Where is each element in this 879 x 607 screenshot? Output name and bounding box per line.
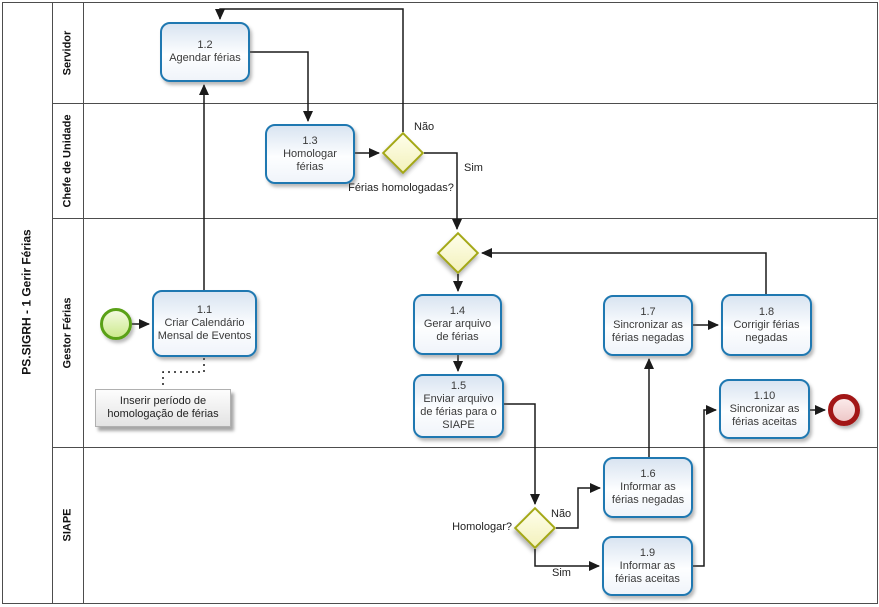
task-name-label: Gerar arquivo de férias	[423, 318, 492, 343]
lane-gestor-ferias[interactable]: Gestor Férias	[52, 218, 83, 447]
label-gw1-question: Férias homologadas?	[348, 182, 454, 194]
end-event[interactable]	[828, 394, 860, 426]
task-number: 1.4	[449, 305, 466, 317]
pool-title-text: PS.SIGRH - 1 Gerir Férias	[20, 229, 35, 375]
task-1-10-sincronizar-aceitas[interactable]: 1.10 Sincronizar as férias aceitas	[719, 379, 810, 439]
task-1-1-criar-calendario[interactable]: 1.1 Criar Calendário Mensal de Eventos	[152, 290, 257, 357]
task-1-4-gerar-arquivo[interactable]: 1.4 Gerar arquivo de férias	[413, 294, 502, 355]
pool-title-separator	[52, 2, 53, 603]
task-1-9-informar-aceitas[interactable]: 1.9 Informar as férias aceitas	[602, 536, 693, 596]
task-number: 1.10	[753, 389, 776, 402]
lane-chefe-de-unidade[interactable]: Chefe de Unidade	[52, 103, 83, 218]
task-name-label: Sincronizar as férias aceitas	[729, 402, 800, 428]
task-name-label: Informar as férias negadas	[611, 481, 685, 506]
task-name-label: Agendar férias	[169, 52, 241, 64]
label-gw1-nao: Não	[414, 121, 435, 133]
task-number: 1.7	[640, 306, 656, 318]
task-name-label: Criar Calendário Mensal de Eventos	[157, 317, 252, 342]
lane-siape-label: SIAPE	[61, 508, 74, 542]
task-1-3-homologar-ferias[interactable]: 1.3 Homologar férias	[265, 124, 355, 184]
label-gw3-sim: Sim	[552, 567, 571, 579]
task-name-label: Enviar arquivo de férias para o SIAPE	[420, 393, 497, 431]
task-name-label: Informar as férias aceitas	[615, 559, 680, 585]
task-number: 1.1	[196, 304, 213, 316]
task-name-label: Homologar férias	[283, 147, 337, 173]
label-gw3-nao: Não	[551, 508, 572, 520]
label-gw3-question: Homologar?	[452, 521, 512, 533]
annotation-text: Inserir período de homologação de férias	[107, 395, 219, 420]
task-1-8-corrigir-negadas[interactable]: 1.8 Corrigir férias negadas	[721, 294, 812, 356]
task-name-label: Sincronizar as férias negadas	[611, 319, 685, 344]
task-number: 1.5	[450, 380, 467, 392]
task-number: 1.3	[302, 134, 318, 147]
lane-gestor-label: Gestor Férias	[61, 297, 74, 368]
lane-divider-chefe-gestor	[52, 218, 877, 219]
task-number: 1.8	[758, 305, 775, 318]
task-number: 1.6	[640, 468, 656, 480]
task-number: 1.2	[197, 39, 213, 51]
lane-label-separator	[83, 2, 84, 603]
lane-servidor-label: Servidor	[61, 30, 74, 75]
lane-servidor[interactable]: Servidor	[52, 2, 83, 103]
lane-divider-servidor-chefe	[52, 103, 877, 104]
label-gw1-sim: Sim	[464, 162, 483, 174]
lane-siape[interactable]: SIAPE	[52, 447, 83, 603]
lane-chefe-label: Chefe de Unidade	[61, 114, 74, 207]
lane-divider-gestor-siape	[52, 447, 877, 448]
annotation-inserir-periodo[interactable]: Inserir período de homologação de férias	[95, 389, 231, 427]
task-1-6-informar-negadas[interactable]: 1.6 Informar as férias negadas	[603, 457, 693, 518]
task-number: 1.9	[639, 546, 656, 559]
task-1-2-agendar-ferias[interactable]: 1.2 Agendar férias	[160, 22, 250, 82]
task-1-7-sincronizar-negadas[interactable]: 1.7 Sincronizar as férias negadas	[603, 295, 693, 356]
task-name-label: Corrigir férias negadas	[733, 318, 800, 344]
task-1-5-enviar-arquivo[interactable]: 1.5 Enviar arquivo de férias para o SIAP…	[413, 374, 504, 438]
pool-title: PS.SIGRH - 1 Gerir Férias	[2, 2, 52, 602]
start-event[interactable]	[100, 308, 132, 340]
